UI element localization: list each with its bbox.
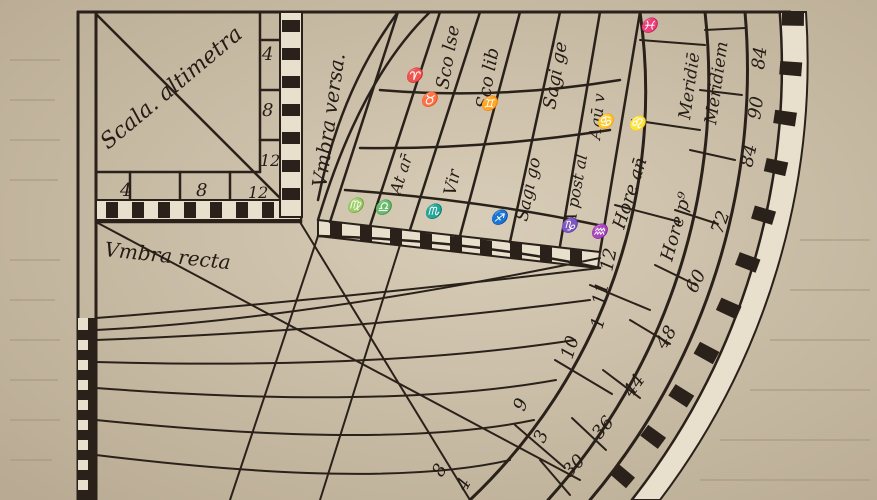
zodiac-4: ♋ bbox=[596, 113, 616, 130]
faint-background-text bbox=[10, 59, 870, 481]
outer-arc-tick bbox=[609, 463, 636, 489]
zodiac-11: ♒ bbox=[590, 223, 610, 240]
altitude-radials bbox=[514, 27, 746, 496]
zodiac-8: ♏ bbox=[424, 203, 444, 220]
outer-arc-tick bbox=[715, 297, 742, 320]
zodiac-6: ♍ bbox=[346, 197, 366, 214]
outer-arc-tick bbox=[781, 12, 804, 26]
hour-12: 12 bbox=[596, 246, 621, 273]
zodiac-1: ♈ bbox=[405, 67, 425, 84]
zodiac-3: ♊ bbox=[480, 95, 500, 112]
vertical-scale-12: 12 bbox=[260, 151, 280, 170]
outer-arc-tick bbox=[668, 384, 695, 408]
outer-arc-tick bbox=[773, 109, 797, 127]
outer-arc-tick bbox=[735, 252, 761, 273]
zodiac-2: ♉ bbox=[420, 91, 440, 108]
vertical-hatched-bar bbox=[279, 11, 303, 218]
outer-arc-tick bbox=[693, 341, 720, 365]
outer-arc-tick bbox=[751, 205, 777, 225]
zodiac-12: ♓ bbox=[640, 17, 660, 34]
hour-1: 1 bbox=[587, 315, 610, 332]
zodiac-5: ♌ bbox=[628, 115, 648, 132]
square-scale-8: 8 bbox=[196, 180, 207, 201]
hour-lines bbox=[95, 221, 601, 500]
zodiac-9: ♐ bbox=[490, 209, 510, 226]
square-scale-12: 12 bbox=[248, 183, 268, 202]
calendar-scale-lines bbox=[316, 10, 642, 270]
outer-arc-tick bbox=[763, 157, 789, 177]
vertical-scale-4: 4 bbox=[261, 44, 273, 65]
alt-num-1: 90 bbox=[744, 95, 768, 121]
left-ticks bbox=[78, 330, 96, 500]
outer-arc-tick bbox=[779, 60, 803, 77]
alt-num-2: 84 bbox=[736, 142, 761, 169]
horizontal-hatched-bar bbox=[95, 199, 302, 221]
outer-hatched-arc bbox=[609, 11, 809, 500]
zodiac-row: ♈ ♉ ♊ ♋ ♌ ♍ ♎ ♏ ♐ ♑ ♒ ♓ bbox=[346, 17, 660, 240]
zodiac-7: ♎ bbox=[374, 199, 394, 216]
aqu-label: Aqū v bbox=[585, 92, 609, 142]
square-scale-4: 4 bbox=[119, 180, 131, 201]
hour-11: 11 bbox=[588, 280, 613, 307]
outer-arc-tick bbox=[640, 424, 667, 449]
alt-num-0: 84 bbox=[748, 46, 771, 71]
zodiac-10: ♑ bbox=[560, 217, 580, 234]
vertical-scale-8: 8 bbox=[262, 100, 273, 121]
